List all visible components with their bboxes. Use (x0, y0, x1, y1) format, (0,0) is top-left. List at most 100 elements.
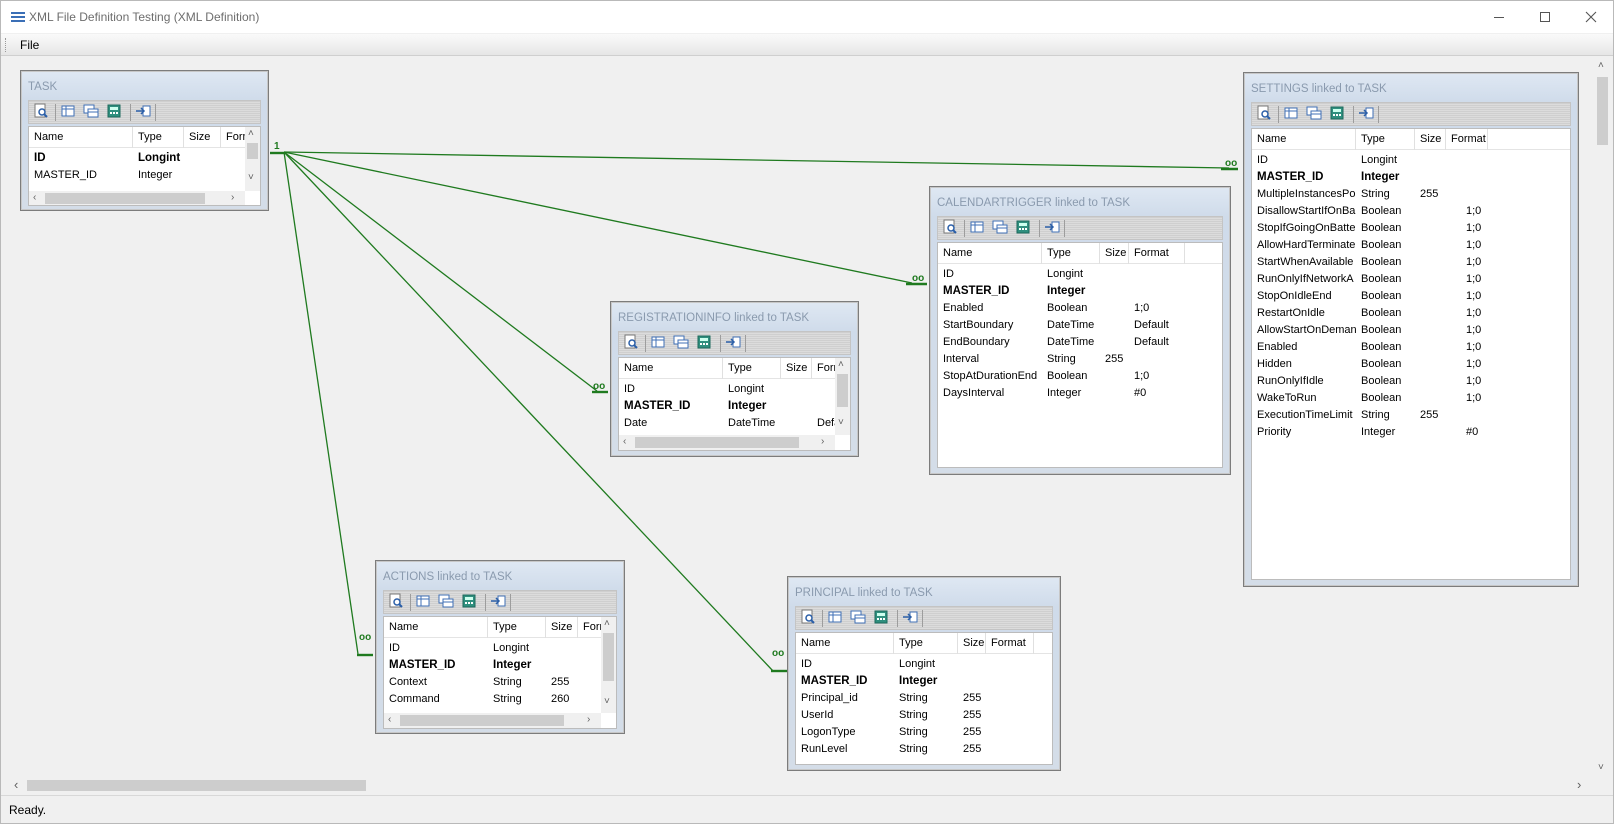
calculator-button[interactable] (871, 609, 891, 627)
table-copy-button[interactable] (436, 593, 456, 611)
table-copy-button[interactable] (81, 103, 101, 121)
calculator-button[interactable] (459, 593, 479, 611)
vertical-scrollbar[interactable]: ˄˅ (835, 358, 850, 435)
preview-button[interactable] (621, 334, 641, 352)
preview-button[interactable] (798, 609, 818, 627)
table-settings[interactable]: SETTINGS linked to TASK Name Type Size F… (1243, 72, 1579, 587)
col-name[interactable]: Name (938, 243, 1042, 264)
col-format[interactable]: Format (1446, 129, 1488, 150)
table-registrationinfo[interactable]: REGISTRATIONINFO linked to TASK Name Typ… (610, 301, 859, 457)
col-type[interactable]: Type (894, 633, 958, 654)
table-button[interactable] (1281, 105, 1301, 123)
preview-button[interactable] (1254, 105, 1274, 123)
horizontal-scrollbar[interactable]: ‹› (384, 713, 601, 728)
go-to-master-button[interactable] (900, 609, 920, 627)
col-name[interactable]: Name (29, 127, 133, 148)
table-copy-button[interactable] (1304, 105, 1324, 123)
minimize-button[interactable] (1476, 1, 1522, 33)
calculator-button[interactable] (694, 334, 714, 352)
go-to-master-button[interactable] (723, 334, 743, 352)
col-type[interactable]: Type (488, 617, 546, 638)
go-to-master-button[interactable] (133, 103, 153, 121)
col-size[interactable]: Size (1100, 243, 1129, 264)
col-type[interactable]: Type (723, 358, 781, 379)
table-principal[interactable]: PRINCIPAL linked to TASK Name Type Size … (787, 576, 1061, 771)
go-to-master-button[interactable] (1356, 105, 1376, 123)
col-format[interactable]: Format (986, 633, 1034, 654)
col-name[interactable]: Name (619, 358, 723, 379)
preview-button[interactable] (31, 103, 51, 121)
col-size[interactable]: Size (781, 358, 812, 379)
col-size[interactable]: Size (958, 633, 986, 654)
calculator-button[interactable] (1013, 219, 1033, 237)
vertical-scrollbar[interactable]: ˄˅ (245, 127, 260, 191)
preview-button[interactable] (386, 593, 406, 611)
diagram-canvas[interactable]: 1 oo oo oo oo oo TASK Name Type Size For… (1, 57, 1613, 795)
scroll-thumb[interactable] (27, 780, 366, 791)
col-name[interactable]: Name (796, 633, 894, 654)
table-calendartrigger[interactable]: CALENDARTRIGGER linked to TASK Name Type… (929, 186, 1231, 475)
horizontal-scrollbar[interactable]: ‹› (619, 435, 835, 450)
calculator-button[interactable] (104, 103, 124, 121)
go-to-master-button[interactable] (1042, 219, 1062, 237)
table-copy-button[interactable] (671, 334, 691, 352)
vertical-scrollbar[interactable]: ˄˅ (601, 617, 616, 713)
table-copy-button[interactable] (990, 219, 1010, 237)
table-button[interactable] (825, 609, 845, 627)
table-button[interactable] (413, 593, 433, 611)
close-button[interactable] (1568, 1, 1614, 33)
table-button[interactable] (967, 219, 987, 237)
col-size[interactable]: Size (546, 617, 578, 638)
table-actions[interactable]: ACTIONS linked to TASK Name Type Size Fo… (375, 560, 625, 734)
col-type[interactable]: Type (133, 127, 184, 148)
col-type[interactable]: Type (1356, 129, 1415, 150)
table-button[interactable] (58, 103, 78, 121)
canvas-vertical-scrollbar[interactable]: ˄ ˅ (1594, 57, 1611, 777)
col-name[interactable]: Name (1252, 129, 1356, 150)
calculator-button[interactable] (1327, 105, 1347, 123)
canvas-horizontal-scrollbar[interactable]: ‹ › (1, 777, 1594, 794)
scroll-thumb[interactable] (1597, 77, 1608, 145)
col-name[interactable]: Name (384, 617, 488, 638)
col-type[interactable]: Type (1042, 243, 1100, 264)
col-size[interactable]: Size (184, 127, 221, 148)
menu-file[interactable]: File (20, 38, 40, 52)
col-size[interactable]: Size (1415, 129, 1446, 150)
